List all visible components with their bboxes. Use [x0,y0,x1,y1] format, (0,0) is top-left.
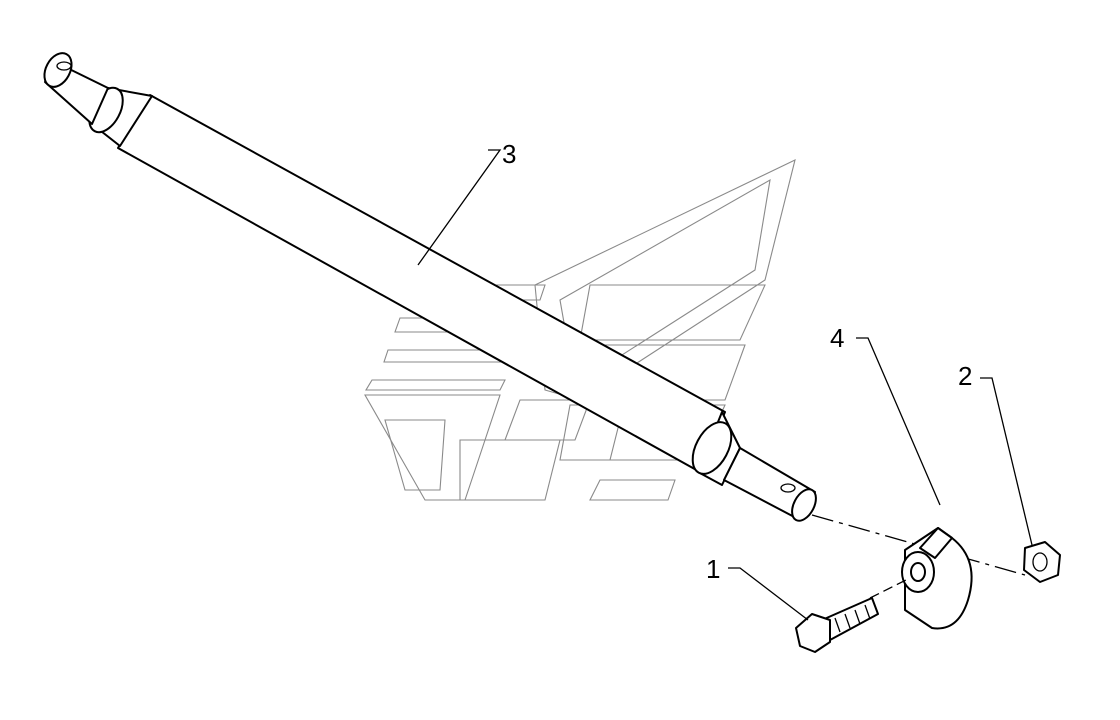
leader-line-bolt [728,567,809,621]
callout-label-shaft: 3 [502,139,516,169]
callout-label-clamp: 4 [830,323,844,353]
leader-line-nut [980,377,1033,546]
drive-shaft [43,52,817,522]
callout-label-bolt: 1 [706,554,720,584]
leader-line-shaft [417,149,502,266]
leader-line-clamp [856,337,941,506]
callout-label-nut: 2 [958,361,972,391]
hex-bolt [795,579,907,653]
hex-nut [1023,541,1061,583]
clamp [901,527,973,630]
